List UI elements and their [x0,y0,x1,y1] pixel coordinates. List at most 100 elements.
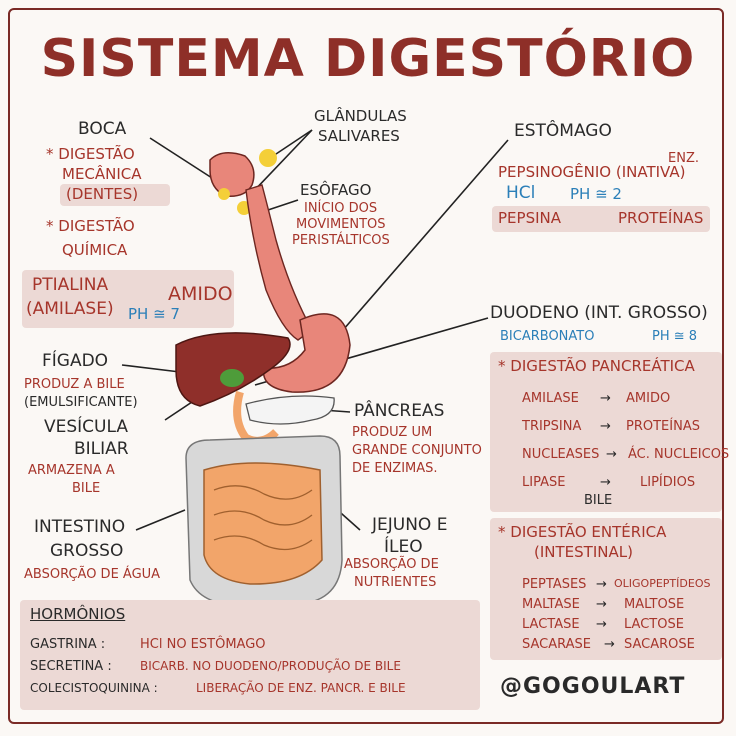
enterica-enzyme: PEPTASES [522,577,587,592]
pancreatica-enzyme: AMILASE [522,391,579,406]
amilase-label: (AMILASE) [26,299,114,319]
digestao-mecanica-line2: MECÂNICA [62,165,142,183]
hormonios-box [20,600,480,710]
hormonio-desc: LIBERAÇÃO DE ENZ. PANCR. E BILE [196,681,406,695]
pointer-figado [121,364,181,373]
pointer-glandulas-b [249,129,313,196]
enterica-enzyme: LACTASE [522,617,580,632]
jejuno-desc-line2: NUTRIENTES [354,575,437,590]
esofago-label: ESÔFAGO [300,181,372,199]
jejuno-line2: ÍLEO [384,537,423,557]
jejuno-desc-line1: ABSORÇÃO DE [344,557,439,572]
enterica-product: LACTOSE [624,617,684,632]
author-handle: @GOGOULART [500,674,686,699]
duodeno-label: DUODENO (INT. GROSSO) [490,303,708,323]
gallbladder-shape [220,369,244,387]
vesicula-desc-line2: BILE [72,481,101,496]
page-title: SISTEMA DIGESTÓRIO [40,29,696,89]
amido-label: AMIDO [168,283,233,305]
hormonio-name: SECRETINA : [30,659,112,674]
pancreatica-enzyme: TRIPSINA [522,419,582,434]
proteinas-label: PROTEÍNAS [618,209,704,227]
pointer-glandulas-a [269,129,313,159]
pancreatica-product: AMIDO [626,391,671,406]
enterica-product: SACAROSE [624,637,695,652]
digestao-mecanica-line1: * DIGESTÃO [46,145,135,163]
vesicula-line2: BILIAR [74,439,129,459]
small-intestine-folds [213,485,313,551]
pointer-intestino [135,509,186,531]
enterica-enzyme: MALTASE [522,597,580,612]
pancreatica-heading: * DIGESTÃO PANCREÁTICA [498,357,695,375]
pancreas-shape [245,395,335,425]
enterica-product: MALTOSE [624,597,685,612]
ph2-label: PH ≅ 2 [570,185,622,203]
pancreatica-product: LIPÍDIOS [640,475,696,490]
arrow-glyph: → [600,391,611,406]
bile-label: BILE [584,493,613,508]
enterica-box [490,518,722,660]
bicarbonato-label: BICARBONATO [500,329,595,344]
digestao-quimica-line2: QUÍMICA [62,241,128,259]
mouth-shape [209,152,255,198]
ph7-label: PH ≅ 7 [128,305,180,323]
enterica-heading-line2: (INTESTINAL) [534,543,633,561]
arrow-glyph: → [596,577,607,592]
pepsinogenio-label: PEPSINOGÊNIO (INATIVA) [498,163,686,181]
pancreas-label: PÂNCREAS [354,401,445,421]
ph8-label: PH ≅ 8 [652,329,698,344]
esofago-desc-line1: INÍCIO DOS [304,201,378,216]
figado-label: FÍGADO [42,351,109,371]
intestino-line2: GROSSO [50,541,124,561]
enterica-heading-line1: * DIGESTÃO ENTÉRICA [498,523,667,541]
arrow-glyph: → [596,597,607,612]
hormonios-heading: HORMÔNIOS [30,605,126,623]
arrow-glyph: → [604,637,615,652]
pancreatica-enzyme: NUCLEASES [522,447,600,462]
vesicula-line1: VESÍCULA [44,417,128,437]
pancreas-desc-line1: PRODUZ UM [352,425,433,440]
dentes-label: (DENTES) [66,185,139,203]
arrow-glyph: → [600,475,611,490]
salivary-gland-1 [259,149,277,167]
pancreatica-product: ÁC. NUCLEICOS [628,447,730,462]
enz-label: ENZ. [668,151,699,166]
hormonio-name: COLECISTOQUININA : [30,681,158,695]
arrow-glyph: → [600,419,611,434]
pancreas-desc-line2: GRANDE CONJUNTO [352,443,482,458]
salivary-gland-2 [218,188,230,200]
digestao-quimica-line1: * DIGESTÃO [46,217,135,235]
intestino-line1: INTESTINO [34,517,126,537]
hcl-label: HCl [506,183,536,203]
hormonio-desc: HCl NO ESTÔMAGO [140,637,266,652]
pancreas-desc-line3: DE ENZIMAS. [352,461,438,476]
dentes-highlight [60,184,170,206]
pancreatica-box [490,352,722,512]
esofago-desc-line2: MOVIMENTOS [296,217,386,232]
enterica-enzyme: SACARASE [522,637,591,652]
esophagus-shape [245,184,313,341]
page-border [8,8,724,724]
figado-desc-line2: (EMULSIFICANTE) [24,395,138,410]
pointer-boca [149,137,213,179]
pancreatica-product: PROTEÍNAS [626,419,700,434]
hormonio-name: GASTRINA : [30,637,106,652]
enterica-product: OLIGOPEPTÍDEOS [614,577,711,590]
label-boca: BOCA [78,119,127,139]
esofago-desc-line3: PERISTÁLTICOS [292,233,390,248]
vesicula-desc-line1: ARMAZENA A [28,463,115,478]
arrow-glyph: → [596,617,607,632]
arrow-glyph: → [606,447,617,462]
stomach-shape [262,313,351,393]
ptialina-label: PTIALINA [32,275,109,295]
intestino-desc: ABSORÇÃO DE ÁGUA [24,567,161,582]
figado-desc-line1: PRODUZ A BILE [24,377,125,392]
glandulas-line2: SALIVARES [318,127,400,145]
estomago-label: ESTÔMAGO [514,121,612,141]
small-intestine-shape [203,462,323,585]
pointer-estomago [329,139,509,346]
pancreatica-enzyme: LIPASE [522,475,566,490]
ptialina-box [22,270,234,328]
hormonio-desc: BICARB. NO DUODENO/PRODUÇÃO DE BILE [140,659,401,673]
